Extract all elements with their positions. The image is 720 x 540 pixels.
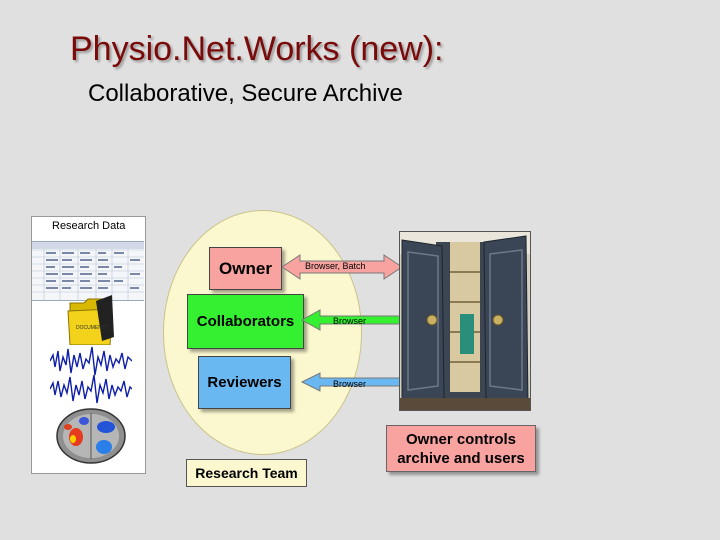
brain-scan-image [54, 407, 128, 465]
waveform-image [50, 345, 132, 405]
documents-folder-icon: DOCUMENTS [67, 295, 114, 346]
reviewers-box: Reviewers [198, 356, 291, 409]
owner-controls-box: Owner controls archive and users [386, 425, 536, 472]
owner-access-label: Browser, Batch [305, 261, 366, 271]
collaborators-access-label: Browser [333, 316, 367, 326]
owner-controls-line1: Owner controls [405, 430, 517, 448]
research-data-panel: Research Data DOCUMENTS [31, 216, 146, 474]
research-team-label: Research Team [186, 459, 307, 487]
collaborators-box: Collaborators [187, 294, 304, 349]
reviewers-access-label: Browser [333, 379, 367, 389]
vault-image [399, 231, 531, 411]
folder-label: DOCUMENTS [76, 325, 109, 331]
owner-controls-line2: archive and users [397, 449, 525, 467]
owner-box: Owner [209, 247, 282, 290]
research-data-title: Research Data [52, 220, 126, 232]
slide-subtitle: Collaborative, Secure Archive [88, 80, 403, 107]
slide-title: Physio.Net.Works (new): [70, 30, 444, 68]
spreadsheet-image [32, 241, 144, 301]
